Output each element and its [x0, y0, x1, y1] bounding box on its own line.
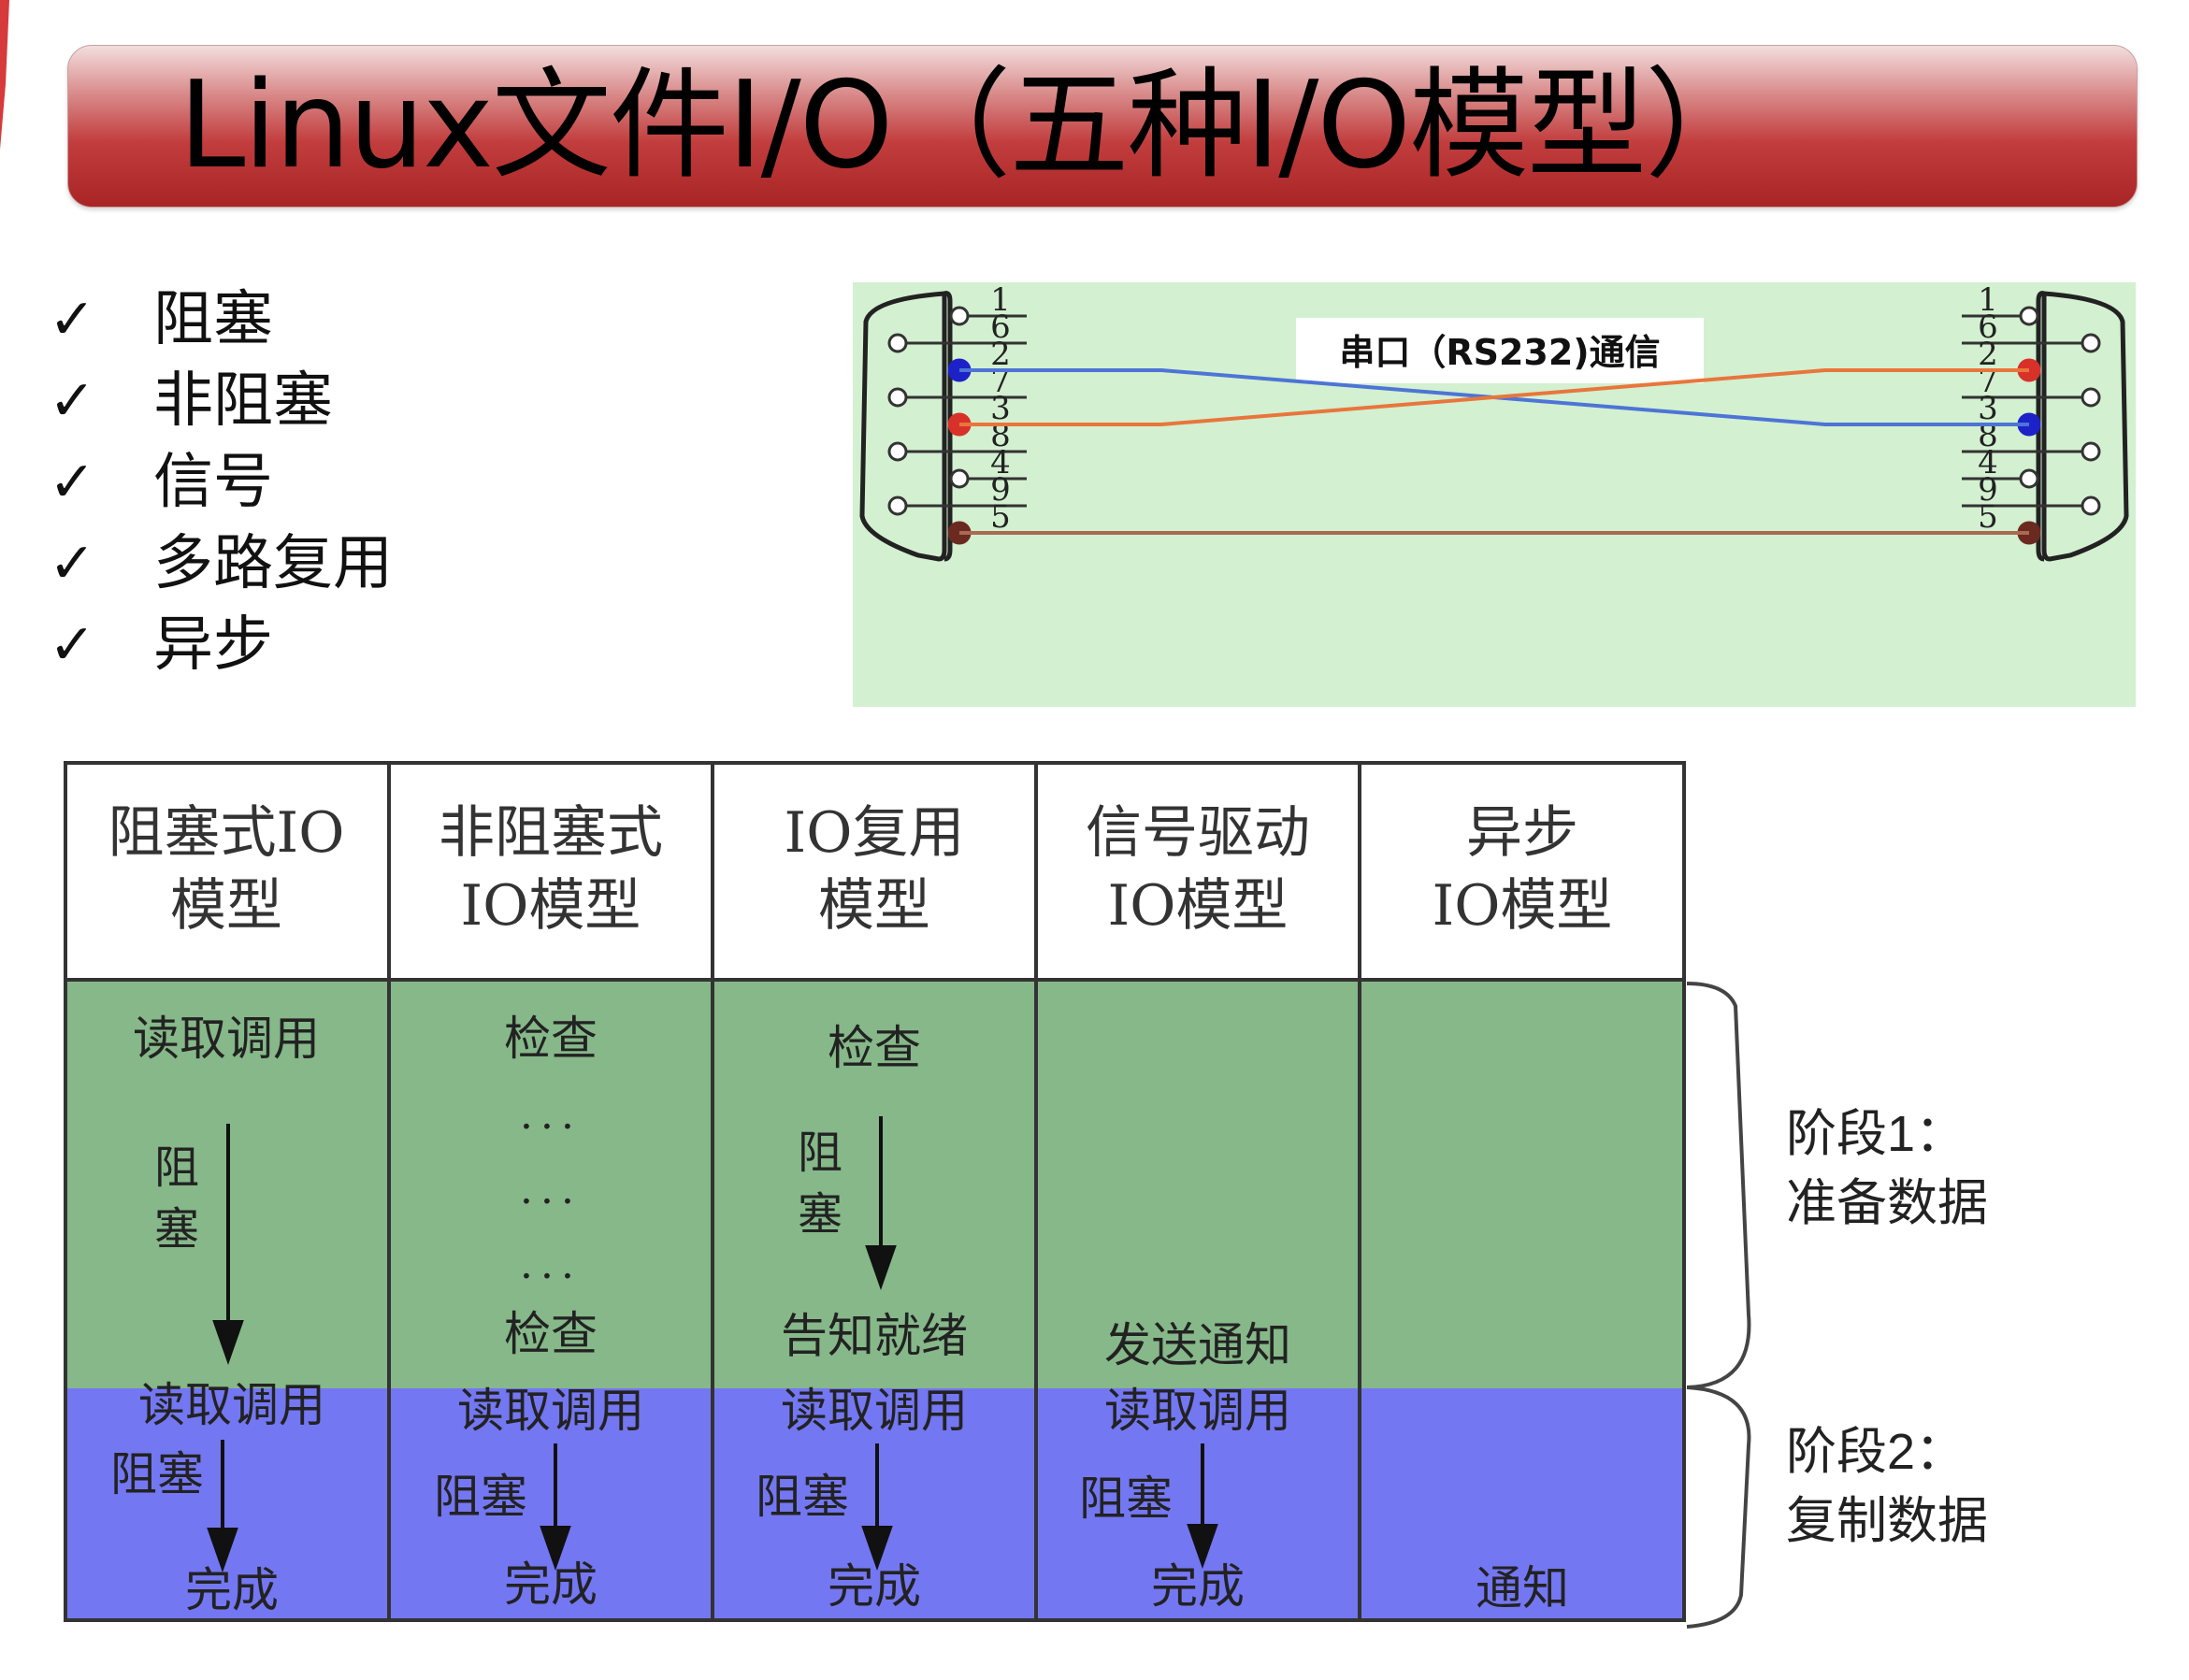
stage1-send-notice: 发送通知	[1104, 1318, 1291, 1372]
pin-number: 9	[1978, 471, 1998, 509]
checklist-label: 非阻塞	[153, 366, 333, 436]
pin-number: 5	[1978, 498, 1998, 536]
pin-number: 2	[990, 336, 1011, 373]
title-banner: Linux文件I/O（五种I/O模型）	[67, 45, 2138, 208]
block-arrow-icon	[540, 1526, 571, 1572]
pin-number: 4	[990, 444, 1011, 481]
pin-number: 5	[990, 498, 1011, 536]
stage1-dots: ···	[520, 1253, 582, 1300]
stage2-read-call: 读取调用	[457, 1384, 644, 1438]
stage-braces	[1686, 982, 1751, 1629]
checklist-label: 异步	[153, 610, 273, 680]
stage1-brace	[1686, 982, 1751, 1389]
phase1-label: 阶段1：准备数据	[1786, 1106, 1988, 1231]
stage2-complete: 完成	[1151, 1559, 1245, 1614]
pin-dot	[887, 495, 908, 516]
stage1-dots: ···	[520, 1178, 582, 1226]
stage2-block-label: 阻塞	[756, 1470, 849, 1524]
stage2-read-call: 读取调用	[781, 1384, 968, 1438]
stage2-band	[64, 1388, 1686, 1622]
pin-number: 3	[1978, 390, 1998, 427]
stage1-dots: ···	[520, 1103, 582, 1151]
pin-dot	[887, 333, 908, 353]
pin-number: 9	[990, 471, 1011, 509]
check-icon: ✓	[49, 449, 96, 515]
block-arrow-icon	[207, 1528, 238, 1573]
right-connector-shell	[2041, 291, 2129, 562]
check-icon: ✓	[49, 530, 96, 596]
stage2-complete: 完成	[504, 1558, 598, 1612]
checklist-item: ✓ 异步	[49, 604, 393, 685]
stage2-read-call: 读取调用	[138, 1378, 325, 1432]
pin-dot	[2081, 387, 2101, 408]
stage2-complete: 完成	[185, 1563, 279, 1617]
pin-dot	[2081, 441, 2101, 462]
stage2-complete: 完成	[828, 1559, 921, 1614]
block-arrow-icon	[865, 1245, 897, 1291]
stage2-block-label: 阻塞	[1079, 1472, 1173, 1526]
block-arrow-icon	[212, 1320, 244, 1366]
pin-number: 1	[1978, 282, 1998, 319]
pin-number: 4	[1978, 444, 1998, 481]
left-connector-shell	[859, 291, 947, 562]
stage1-ready-notice: 告知就绪	[781, 1309, 968, 1363]
pin-dot	[887, 441, 908, 462]
block-arrow-icon	[861, 1526, 893, 1572]
header-io-multiplexing: IO复用模型	[784, 800, 965, 939]
stage1-check: 检查	[504, 1012, 598, 1066]
check-icon: ✓	[49, 367, 96, 434]
pin-dot	[949, 306, 970, 326]
corner-red-mark	[0, 0, 9, 150]
table-grid	[64, 761, 1686, 1622]
caption-box	[1296, 318, 1704, 383]
diagram-caption: 串口（RS232)通信	[1339, 332, 1660, 373]
pin-dot	[2019, 306, 2039, 326]
check-icon: ✓	[49, 611, 96, 678]
pin-number: 3	[990, 390, 1011, 427]
pin-dot	[887, 387, 908, 408]
pin-number: 6	[1978, 309, 1998, 346]
stage2-block-label: 阻塞	[110, 1447, 204, 1501]
checklist-label: 信号	[153, 447, 273, 517]
io-model-checklist: ✓ 阻塞 ✓ 非阻塞 ✓ 信号 ✓ 多路复用 ✓ 异步	[49, 279, 393, 685]
pin-dot	[2081, 495, 2101, 516]
page-title: Linux文件I/O（五种I/O模型）	[179, 56, 1764, 195]
pin-number: 2	[1978, 336, 1998, 373]
stage1-read-call: 读取调用	[133, 1012, 320, 1066]
phase2-label: 阶段2：复制数据	[1786, 1424, 1988, 1549]
checklist-label: 阻塞	[153, 284, 273, 354]
pin-number: 1	[990, 282, 1011, 319]
stage1-block-label: 阻塞	[153, 1142, 199, 1256]
checklist-item: ✓ 阻塞	[49, 279, 393, 360]
stage1-block-label: 阻塞	[797, 1127, 842, 1241]
checklist-label: 多路复用	[153, 528, 393, 598]
stage2-block-label: 阻塞	[434, 1470, 527, 1524]
pin-dot	[2081, 333, 2101, 353]
stage2-read-call: 读取调用	[1104, 1384, 1291, 1438]
checklist-item: ✓ 非阻塞	[49, 360, 393, 441]
checklist-item: ✓ 多路复用	[49, 523, 393, 604]
stage2-notify: 通知	[1476, 1561, 1569, 1615]
pin-dot	[949, 468, 970, 489]
block-arrow-icon	[1187, 1524, 1218, 1570]
check-icon: ✓	[49, 286, 96, 352]
stage1-band	[64, 980, 1686, 1388]
stage1-check: 检查	[828, 1021, 921, 1075]
stage2-brace	[1686, 1386, 1751, 1629]
checklist-item: ✓ 信号	[49, 441, 393, 523]
stage1-check-final: 检查	[504, 1307, 598, 1361]
pin-number: 6	[990, 309, 1011, 346]
pin-dot	[2019, 468, 2039, 489]
wire-rx-tx	[959, 368, 2029, 426]
